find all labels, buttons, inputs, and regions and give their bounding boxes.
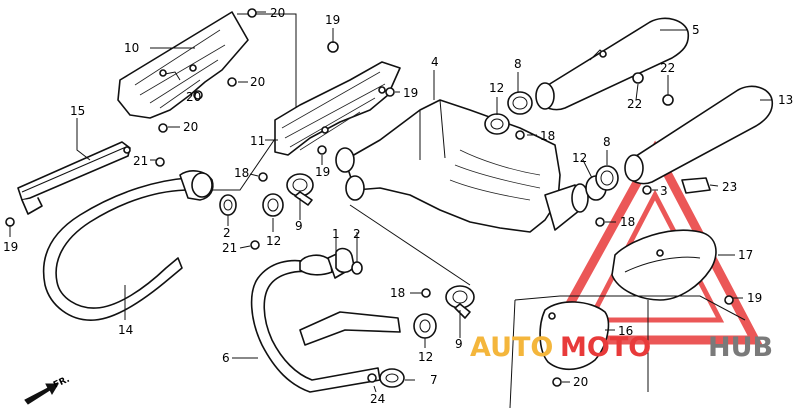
callout-2: 2 <box>223 226 231 240</box>
front-label: FR. <box>52 375 71 391</box>
front-direction-arrow: FR. <box>24 375 71 405</box>
callout-22: 22 <box>660 61 675 75</box>
callout-4: 4 <box>431 55 439 69</box>
heat-guard-10 <box>117 11 249 119</box>
callout-9: 9 <box>295 219 303 233</box>
bolts <box>5 8 734 387</box>
callout-7: 7 <box>430 373 438 387</box>
callout-14: 14 <box>118 323 133 337</box>
callout-21: 21 <box>222 241 237 255</box>
callout-6: 6 <box>222 351 230 365</box>
callout-20: 20 <box>186 90 201 104</box>
callout-18: 18 <box>234 166 249 180</box>
muffler-13 <box>624 85 774 185</box>
callout-19: 19 <box>3 240 18 254</box>
callout-19: 19 <box>325 13 340 27</box>
muffler-5 <box>535 17 690 111</box>
clamp-9b <box>445 285 475 319</box>
callout-21: 21 <box>133 154 148 168</box>
gasket-2b <box>351 261 363 275</box>
exhaust-pipe-6 <box>250 247 401 393</box>
clamp-9a <box>286 173 314 206</box>
callout-20: 20 <box>183 120 198 134</box>
clamp-7 <box>379 368 405 388</box>
callout-22: 22 <box>627 97 642 111</box>
collar-12c <box>262 193 284 217</box>
watermark-moto: MOTO <box>560 332 651 363</box>
callout-19: 19 <box>315 165 330 179</box>
callout-11: 11 <box>250 134 265 148</box>
group-line-16-left <box>509 299 516 409</box>
stay-15 <box>17 141 131 215</box>
callout-9: 9 <box>455 337 463 351</box>
callout-12: 12 <box>418 350 433 364</box>
watermark-hub: HUB <box>708 332 773 363</box>
callout-20: 20 <box>270 6 285 20</box>
group-line-16-top <box>514 295 746 321</box>
callout-13: 13 <box>778 93 793 107</box>
callout-12: 12 <box>266 234 281 248</box>
callout-8: 8 <box>514 57 522 71</box>
callout-18: 18 <box>390 286 405 300</box>
callout-2: 2 <box>353 227 361 241</box>
callout-19: 19 <box>747 291 762 305</box>
callout-1: 1 <box>332 227 340 241</box>
callout-8: 8 <box>603 135 611 149</box>
callout-24: 24 <box>370 392 385 406</box>
callout-18: 18 <box>540 129 555 143</box>
heat-guard-11 <box>274 61 401 156</box>
gasket-8b <box>595 165 619 191</box>
exhaust-pipe-14 <box>42 170 214 321</box>
plate-23 <box>681 177 711 194</box>
callout-12: 12 <box>489 81 504 95</box>
callout-23: 23 <box>722 180 737 194</box>
callout-19: 19 <box>403 86 418 100</box>
gasket-2a <box>219 194 237 216</box>
collar-12d <box>413 313 437 339</box>
watermark-text: AUTO MOTO HUB <box>470 332 773 363</box>
watermark-auto: AUTO <box>470 332 553 363</box>
callout-5: 5 <box>692 23 700 37</box>
callout-20: 20 <box>250 75 265 89</box>
callout-18: 18 <box>620 215 635 229</box>
callout-3: 3 <box>660 184 668 198</box>
callout-12: 12 <box>572 151 587 165</box>
collector-4 <box>335 99 589 233</box>
leader-lines <box>9 11 772 393</box>
callout-labels: 20 10 20 20 20 15 21 19 14 19 11 19 19 4… <box>3 6 793 406</box>
protector-17 <box>611 229 717 301</box>
collar-12a <box>484 113 510 135</box>
callout-20: 20 <box>573 375 588 389</box>
protector-16 <box>539 301 610 371</box>
gasket-8a <box>507 91 533 115</box>
callout-15: 15 <box>70 104 85 118</box>
callout-16: 16 <box>618 324 633 338</box>
callout-10: 10 <box>124 41 139 55</box>
callout-17: 17 <box>738 248 753 262</box>
